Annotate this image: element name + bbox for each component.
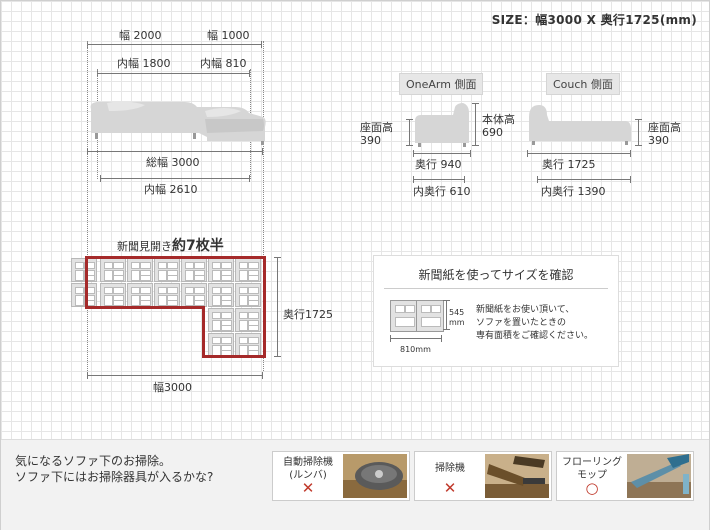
newspaper-sample-icon <box>390 300 444 332</box>
newspaper-sheet <box>235 308 261 332</box>
couch-depth-label: 奥行 1725 <box>542 158 596 171</box>
card-floor-mop: フローリング モップ ○ <box>556 451 694 501</box>
total-width-dim-line <box>87 148 263 155</box>
total-width-label: 総幅 3000 <box>146 156 200 169</box>
onearm-seat-height-line <box>406 119 413 146</box>
width-right-label: 幅 1000 <box>207 29 250 42</box>
onearm-inner-depth-label: 内奥行 610 <box>413 185 471 198</box>
onearm-inner-depth-line <box>413 176 465 183</box>
couch-depth-line <box>527 150 631 157</box>
onearm-seat-height-label: 座面高 390 <box>360 121 393 147</box>
separator <box>384 288 608 289</box>
floor-mop-icon <box>627 454 691 498</box>
size-title: SIZE：幅3000 X 奥行1725(mm) <box>491 13 697 27</box>
couch-seat-height-line <box>635 119 642 146</box>
onearm-side-illustration <box>415 103 469 147</box>
newspaper-sheet <box>71 283 97 307</box>
sample-height-label: 545 mm <box>449 308 465 327</box>
robot-vacuum-icon <box>343 454 407 498</box>
couch-seat-height-label: 座面高 390 <box>648 121 681 147</box>
newspaper-sheet <box>154 283 180 307</box>
couch-side-illustration <box>529 105 631 145</box>
newspaper-sheet <box>181 258 207 282</box>
sample-width-label: 810mm <box>400 345 431 354</box>
card-vacuum: 掃除機 ✕ <box>414 451 552 501</box>
inner-left-label: 内幅 1800 <box>117 57 171 70</box>
depth-dim-line <box>274 257 281 357</box>
onearm-body-height-line <box>472 103 479 146</box>
vacuum-nozzle-icon <box>485 454 549 498</box>
onearm-depth-line <box>413 150 471 157</box>
newspaper-sheet <box>208 258 234 282</box>
guide-line <box>263 41 264 371</box>
couch-inner-depth-line <box>537 176 631 183</box>
guide-line <box>87 41 88 371</box>
newspaper-heading-prefix: 新聞見開き <box>117 240 172 253</box>
inner-right-label: 内幅 810 <box>200 57 247 70</box>
newspaper-sheet <box>208 308 234 332</box>
newspaper-sheet <box>208 283 234 307</box>
card-vacuum-label: 掃除機 <box>435 463 465 474</box>
onearm-depth-label: 奥行 940 <box>415 158 462 171</box>
onearm-body-height-label: 本体高 690 <box>482 113 515 139</box>
newspaper-heading-emph: 約7枚半 <box>172 238 224 254</box>
card-robot-vacuum-label: 自動掃除機 (ルンバ) <box>283 457 333 481</box>
circle-icon: ○ <box>585 479 599 497</box>
newspaper-info-title: 新聞紙を使ってサイズを確認 <box>418 268 574 282</box>
sample-height-line <box>443 300 450 330</box>
depth-label: 奥行1725 <box>283 308 333 321</box>
width-left-label: 幅 2000 <box>119 29 162 42</box>
cross-icon: ✕ <box>443 479 457 497</box>
cross-icon: ✕ <box>301 479 315 497</box>
newspaper-heading: 新聞見開き約7枚半 <box>117 235 224 255</box>
cleaning-intro: 気になるソファ下のお掃除。 ソファ下にはお掃除器具が入るかな? <box>15 453 213 485</box>
cleaning-intro-line1: 気になるソファ下のお掃除。 <box>15 454 172 468</box>
couch-inner-depth-label: 内奥行 1390 <box>541 185 606 198</box>
newspaper-sheet <box>235 258 261 282</box>
sofa-front-illustration <box>90 101 266 145</box>
couch-side-header: Couch 側面 <box>546 73 620 95</box>
sofa-footprint-outline <box>85 256 266 358</box>
newspaper-sheet <box>71 258 97 282</box>
newspaper-sheet <box>181 283 207 307</box>
newspaper-sheet <box>100 258 126 282</box>
bottom-width-label: 幅3000 <box>153 381 192 394</box>
card-robot-vacuum: 自動掃除機 (ルンバ) ✕ <box>272 451 410 501</box>
newspaper-sheet <box>100 283 126 307</box>
newspaper-sheet <box>235 283 261 307</box>
newspaper-sheet <box>154 258 180 282</box>
inner-total-dim-line <box>100 175 250 182</box>
onearm-side-header: OneArm 側面 <box>399 73 484 95</box>
newspaper-sheet <box>208 333 234 357</box>
sample-width-line <box>390 335 442 342</box>
inner-width-label: 内幅 2610 <box>144 183 198 196</box>
newspaper-info-box: 新聞紙を使ってサイズを確認 545 mm 810mm 新聞紙をお使い頂いて、 ソ… <box>373 255 619 367</box>
cleaning-intro-line2: ソファ下にはお掃除器具が入るかな? <box>15 470 214 484</box>
width-dim-line <box>87 41 262 48</box>
newspaper-info-description: 新聞紙をお使い頂いて、 ソファを置いたときの 専有面積をご確認ください。 <box>476 305 594 341</box>
card-floor-mop-label: フローリング モップ <box>562 457 622 481</box>
bottom-width-dim-line <box>87 372 263 379</box>
inner-width-dim-line <box>97 70 250 77</box>
newspaper-sheet <box>127 258 153 282</box>
